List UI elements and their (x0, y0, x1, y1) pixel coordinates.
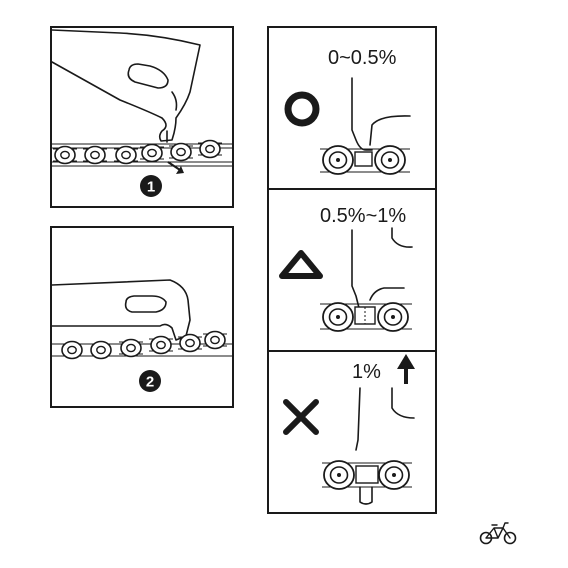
chain (52, 330, 232, 360)
wear-range-label: 1% (352, 361, 381, 383)
chain-segment (320, 302, 412, 332)
wear-row-caution: 0.5%~1% (279, 205, 413, 332)
arrow-up-icon (397, 354, 415, 384)
svg-text:2: 2 (146, 374, 154, 391)
step-2-number-badge: 2 (139, 370, 161, 392)
bicycle-icon (479, 522, 517, 545)
step-2-panel: 2 (50, 226, 234, 408)
wear-range-label: 0.5%~1% (320, 205, 406, 227)
chain-segment (322, 460, 412, 505)
svg-text:1: 1 (147, 179, 155, 196)
wear-range-label: 0~0.5% (328, 47, 397, 69)
chain (52, 139, 232, 167)
step-1-panel: 1 (50, 26, 234, 208)
wear-row-ok: 0~0.5% (284, 47, 411, 175)
wear-row-replace: 1% (283, 354, 415, 505)
chain-checker-tool (51, 29, 201, 142)
wear-chart: 0~0.5% 0.5%~1% (267, 26, 437, 514)
circle-icon (284, 91, 320, 127)
step-1-number-badge: 1 (140, 175, 162, 197)
cross-icon (283, 399, 319, 435)
arrow-down-right-icon (167, 161, 184, 174)
chain-segment (320, 145, 410, 175)
triangle-icon (279, 250, 323, 279)
